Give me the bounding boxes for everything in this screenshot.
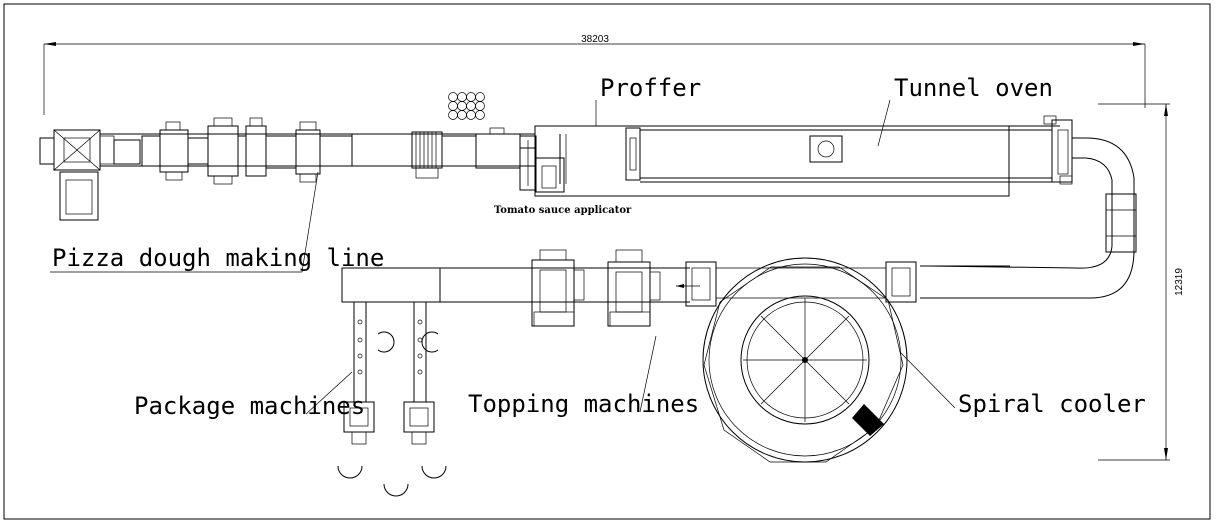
turntable-icon	[377, 331, 395, 353]
label-pizza-dough-making-line: Pizza dough making line	[52, 244, 384, 272]
label-proffer: Proffer	[600, 74, 701, 102]
package-machines	[337, 301, 447, 497]
label-spiral-cooler: Spiral cooler	[958, 390, 1146, 418]
tomato-sauce-applicator	[519, 134, 567, 193]
pizza-dough-making-line	[39, 92, 537, 221]
bottom-conveyor	[341, 261, 1010, 307]
turntable-icon	[421, 465, 447, 479]
label-package-machines: Package machines	[134, 392, 365, 420]
spiral-cooler	[702, 257, 908, 463]
return-conveyor	[929, 137, 1137, 299]
cooler-outlet-icon	[852, 404, 884, 436]
topping-machines	[531, 249, 661, 327]
turntable-icon	[421, 331, 439, 353]
proffer-and-tunnel-oven	[534, 115, 1073, 197]
tunnel-oven-body	[639, 129, 1053, 179]
turntable-icon	[383, 483, 409, 497]
proffer-housing	[534, 125, 1010, 197]
label-topping-machines: Topping machines	[468, 390, 699, 418]
width-dimension-value: 12319	[1174, 268, 1185, 296]
width-dimension: 12319	[1098, 103, 1185, 461]
drawing-frame	[3, 3, 1211, 520]
label-tomato-sauce-applicator: Tomato sauce applicator	[494, 205, 632, 216]
length-dimension: 38203	[43, 34, 1146, 115]
dough-balls-icon	[448, 92, 485, 120]
length-dimension-value: 38203	[581, 34, 609, 45]
label-tunnel-oven: Tunnel oven	[894, 74, 1053, 102]
turntable-icon	[337, 465, 363, 479]
